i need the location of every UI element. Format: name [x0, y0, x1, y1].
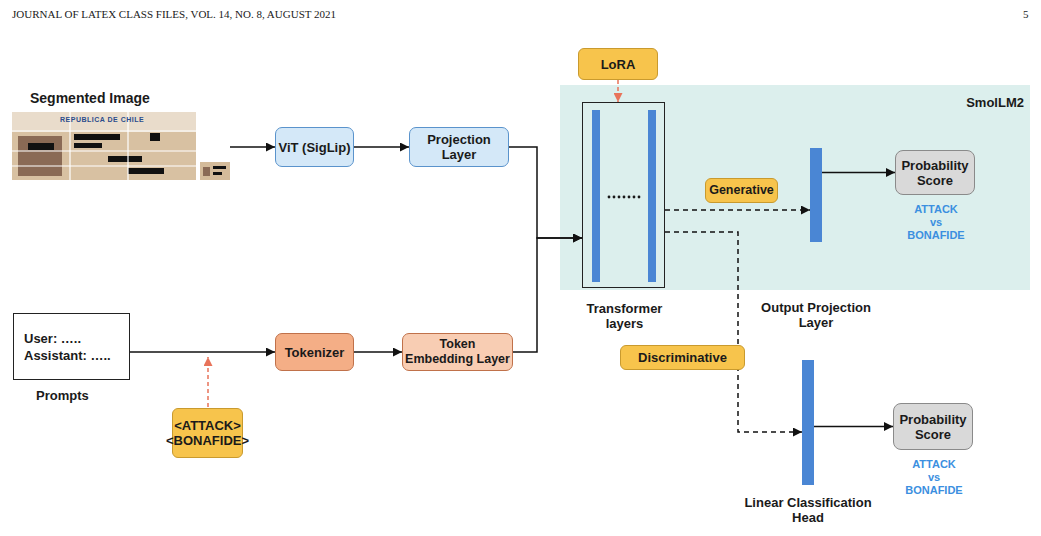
id-thumbnail-photo: [203, 167, 210, 176]
band-heading: SmolLM2: [966, 95, 1024, 110]
page-number: 5: [1023, 8, 1029, 20]
probability-box: Probability ScoreATTACK vs BONAFIDE: [893, 403, 973, 450]
id-card-header: [12, 112, 196, 132]
connector-arrow: [354, 351, 402, 353]
redaction-bar: [74, 143, 102, 148]
box-label: LoRA: [601, 57, 636, 72]
id-photo: [18, 136, 62, 176]
box-label: Probability Score: [896, 412, 970, 442]
id-card: [12, 112, 196, 180]
probability-box: Probability ScoreATTACK vs BONAFIDE: [895, 150, 975, 195]
redaction-bar: [128, 168, 164, 174]
patch-grid: [12, 165, 196, 166]
prompt-line: Assistant: …..: [24, 348, 111, 363]
connector-arrow: [230, 146, 275, 148]
encoder-box: ViT (SigLip): [275, 127, 354, 167]
prompt-line: User: …..: [24, 331, 81, 346]
lora-box: LoRA: [578, 48, 658, 80]
box-label: Projection Layer: [412, 132, 506, 162]
class-caption: ATTACK vs BONAFIDE: [896, 203, 976, 242]
mode-tag: Generative: [705, 178, 778, 203]
layer-caption: Transformer layers: [571, 301, 678, 331]
connector-arrow: [814, 426, 893, 428]
connector-arrow: [354, 146, 409, 148]
redaction-bar: [213, 172, 222, 175]
injection-pointer: [207, 357, 209, 407]
mode-tag: Discriminative: [620, 345, 745, 370]
output-projection-bar: Output Projection Layer: [810, 148, 822, 242]
patch-grid: [12, 130, 196, 131]
model-band: SmolLM2 Transformer layers Generative Outpu…: [560, 85, 1030, 290]
special-token-box: <ATTACK> <BONAFIDE>: [172, 408, 243, 458]
embedding-box: Token Embedding Layer: [402, 333, 513, 371]
redaction-bar: [213, 166, 226, 169]
tokenizer-box: Tokenizer: [275, 333, 354, 371]
redaction-bar: [108, 156, 142, 162]
projection-box: Projection Layer: [409, 127, 509, 167]
patch-grid: [12, 150, 196, 151]
prompt-box: User: …..Assistant: …..Prompts: [13, 313, 130, 380]
box-label: Tokenizer: [285, 345, 345, 360]
transformer-box: Transformer layers: [582, 102, 665, 288]
redaction-bar: [74, 134, 120, 140]
box-label: Discriminative: [638, 350, 727, 365]
prompt-heading: Prompts: [36, 388, 89, 403]
class-caption: ATTACK vs BONAFIDE: [894, 458, 974, 497]
page-header: JOURNAL OF LATEX CLASS FILES, VOL. 14, N…: [12, 8, 336, 20]
redaction-bar: [150, 133, 160, 141]
box-label: Generative: [709, 183, 774, 198]
box-label: <ATTACK> <BONAFIDE>: [166, 418, 249, 448]
card-text: REPUBLICA DE CHILE: [60, 116, 144, 123]
classifier-bar: Linear Classification Head: [802, 360, 814, 485]
redaction-bar: [28, 143, 54, 150]
box-label: ViT (SigLip): [279, 140, 351, 155]
layer-caption: Linear Classification Head: [728, 495, 888, 525]
box-label: Probability Score: [898, 158, 972, 188]
layer-caption: Output Projection Layer: [746, 300, 886, 330]
connector-arrow: [130, 351, 275, 353]
id-thumbnail: [200, 162, 230, 180]
image-heading: Segmented Image: [30, 91, 150, 106]
box-label: Token Embedding Layer: [404, 337, 511, 367]
